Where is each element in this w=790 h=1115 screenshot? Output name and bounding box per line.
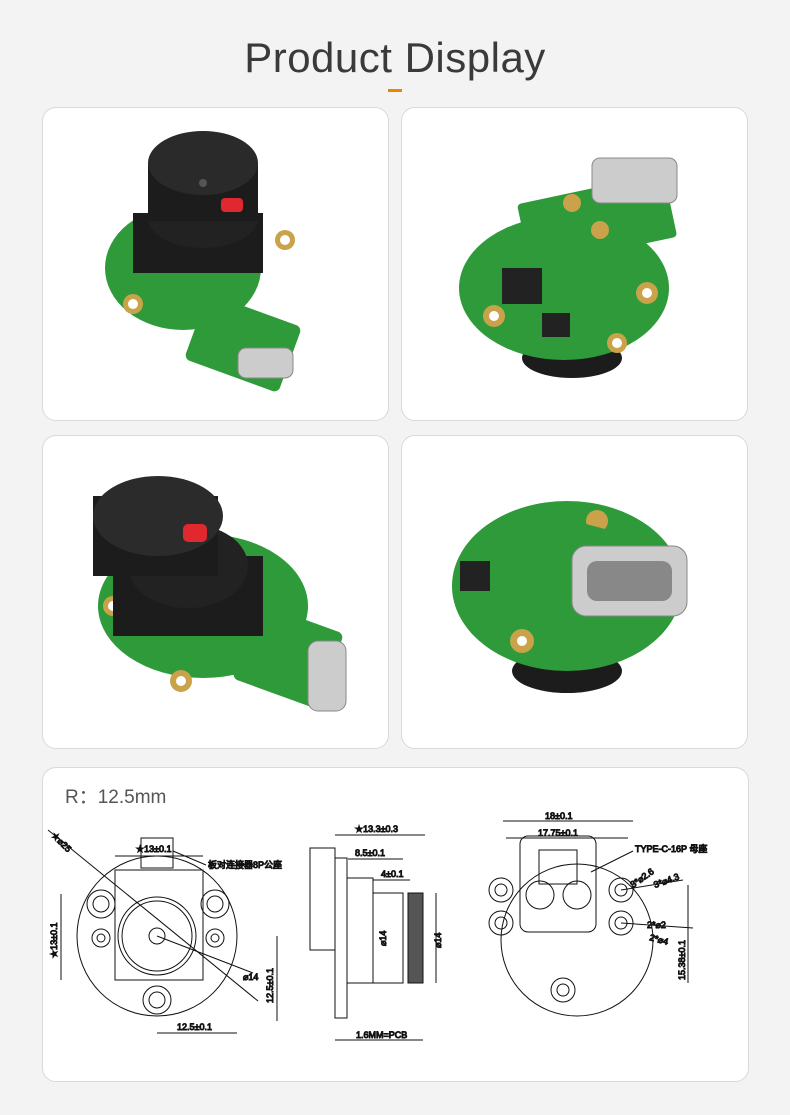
offset-vertical-label: 12.5±0.1	[265, 968, 275, 1003]
title-accent-bar	[388, 89, 402, 92]
front-height-label: ★13±0.1	[49, 922, 59, 958]
back-height-label: 15.38±0.1	[677, 940, 687, 980]
back-w2-label: 17.75±0.1	[538, 828, 578, 838]
side-d2-label: 4±0.1	[381, 869, 403, 879]
hole-h4-label: 2*⌀4	[648, 932, 669, 947]
back-view	[488, 820, 694, 1017]
camera-module-image	[93, 476, 347, 712]
typec-connector-label: TYPE-C-16P 母座	[635, 843, 707, 854]
front-view	[47, 829, 278, 1034]
side-total-label: ★13.3±0.3	[355, 824, 398, 834]
connector-label: 板对连接器8P公座	[208, 859, 282, 870]
product-photo-back-angle	[401, 107, 748, 421]
hole-h3-label: 2*⌀2	[647, 920, 666, 930]
product-photo-back-side	[401, 435, 748, 749]
product-photo-front-angle	[42, 107, 389, 421]
camera-module-image	[105, 131, 301, 392]
back-w1-label: 18±0.1	[545, 811, 572, 821]
radius-label: R：12.5mm	[65, 787, 167, 808]
dimension-drawing-panel: R：12.5mm	[42, 767, 749, 1082]
lens-diameter-label: ⌀14	[243, 972, 258, 982]
side-view	[309, 834, 437, 1041]
product-photo-front-side	[42, 435, 389, 749]
front-width-label: ★13±0.1	[136, 844, 172, 854]
page-title: Product Display	[244, 34, 546, 81]
dimension-drawing: ★⌀25 ★13±0.1 板对连接器8P公座 ★13±0.1 ⌀14 12.5±…	[47, 811, 708, 1041]
side-d1-label: 8.5±0.1	[355, 848, 385, 858]
side-inner-label: ⌀14	[378, 931, 388, 946]
camera-module-image	[452, 501, 688, 693]
side-outer-label: ⌀14	[433, 933, 443, 948]
offset-horizontal-label: 12.5±0.1	[177, 1022, 212, 1032]
hole-h2-label: 3*⌀4.3	[652, 871, 680, 889]
pcb-thickness-label: 1.6MM=PCB	[356, 1030, 407, 1040]
camera-module-image	[459, 157, 678, 378]
front-diameter-label: ★⌀25	[50, 830, 74, 854]
